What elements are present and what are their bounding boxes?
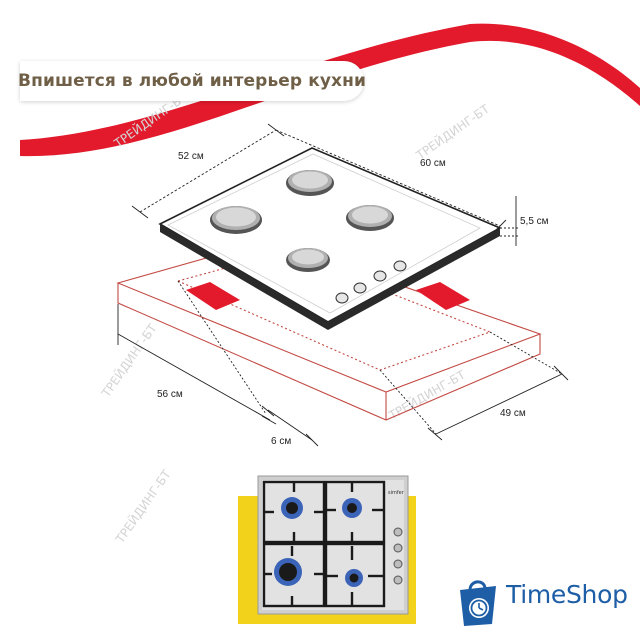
banner: Впишется в любой интерьер кухни (18, 61, 366, 101)
burner (286, 248, 330, 272)
dimension-depth-top: 60 см (420, 158, 446, 169)
watermark-text: ТРЕЙДИНГ-БТ (112, 466, 174, 546)
cutout-edge-right (416, 282, 470, 310)
control-knobs (335, 260, 407, 304)
shopping-bag-icon (460, 580, 496, 626)
hob-photo: simfer (257, 475, 409, 615)
dimension-cutout-width: 56 см (157, 389, 183, 400)
cutout-edge-left (186, 282, 240, 310)
dimension-gap: 6 см (271, 436, 292, 447)
dimension-lines (117, 123, 569, 447)
logo-icon-space (452, 574, 500, 614)
banner-text: Впишется в любой интерьер кухни (18, 71, 366, 91)
dimension-width-top: 52 см (178, 151, 204, 162)
watermark-text: ТРЕЙДИНГ-БТ (98, 320, 160, 400)
dimension-height: 5,5 см (520, 216, 549, 227)
logo-text: TimeShop (506, 579, 628, 609)
red-ribbon (20, 23, 640, 157)
burner (346, 205, 394, 231)
burner (286, 170, 334, 196)
timeshop-logo[interactable]: TimeShop (452, 574, 628, 614)
hob-brand-label: simfer (388, 490, 405, 496)
watermark-text: ТРЕЙДИНГ-БТ (412, 101, 492, 163)
burner (210, 206, 262, 234)
dimension-cutout-depth: 49 см (500, 408, 526, 419)
